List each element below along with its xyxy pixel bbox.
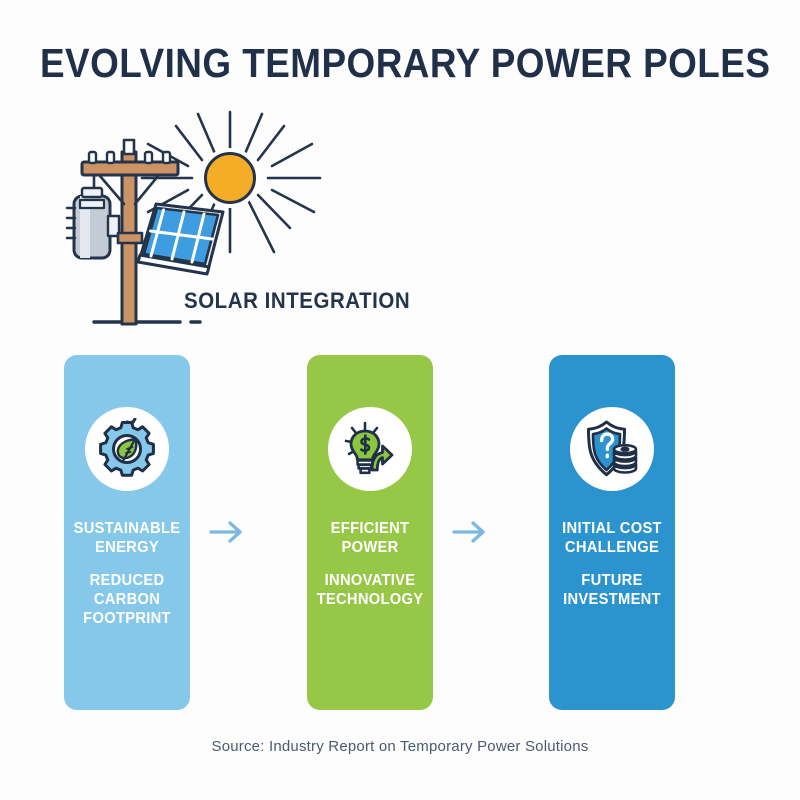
sun-icon <box>200 148 260 208</box>
card-2-line-1: EFFICIENT POWER <box>330 520 410 556</box>
card-1-texts: SUSTAINABLE ENERGY REDUCED CARBON FOOTPR… <box>64 519 190 628</box>
source-note: Source: Industry Report on Temporary Pow… <box>211 738 589 755</box>
solar-power-pole-illustration <box>58 100 428 340</box>
solar-integration-label: SOLAR INTEGRATION <box>184 288 411 313</box>
gear-leaf-icon <box>85 407 169 491</box>
card-1-line-2: REDUCED CARBON FOOTPRINT <box>83 572 171 627</box>
shield-question-coins-icon <box>570 407 654 491</box>
card-initial-cost[interactable]: INITIAL COST CHALLENGE FUTURE INVESTMENT <box>549 355 675 710</box>
card-3-line-1: INITIAL COST CHALLENGE <box>562 520 662 556</box>
solar-panel-icon <box>116 202 225 276</box>
benefit-cards-row: SUSTAINABLE ENERGY REDUCED CARBON FOOTPR… <box>64 355 736 710</box>
card-efficient-power[interactable]: EFFICIENT POWER INNOVATIVE TECHNOLOGY <box>307 355 433 710</box>
card-3-line-2: FUTURE INVESTMENT <box>563 572 661 608</box>
card-2-texts: EFFICIENT POWER INNOVATIVE TECHNOLOGY <box>307 519 433 609</box>
card-sustainable-energy[interactable]: SUSTAINABLE ENERGY REDUCED CARBON FOOTPR… <box>64 355 190 710</box>
arrow-right-icon-2 <box>450 518 492 546</box>
card-2-line-2: INNOVATIVE TECHNOLOGY <box>316 572 424 608</box>
arrow-right-icon-1 <box>207 518 249 546</box>
card-1-line-1: SUSTAINABLE ENERGY <box>73 520 181 556</box>
lightbulb-dollar-growth-icon <box>328 407 412 491</box>
transformer-icon <box>65 186 121 260</box>
page-title: EVOLVING TEMPORARY POWER POLES <box>40 40 771 86</box>
card-3-texts: INITIAL COST CHALLENGE FUTURE INVESTMENT <box>549 519 675 609</box>
